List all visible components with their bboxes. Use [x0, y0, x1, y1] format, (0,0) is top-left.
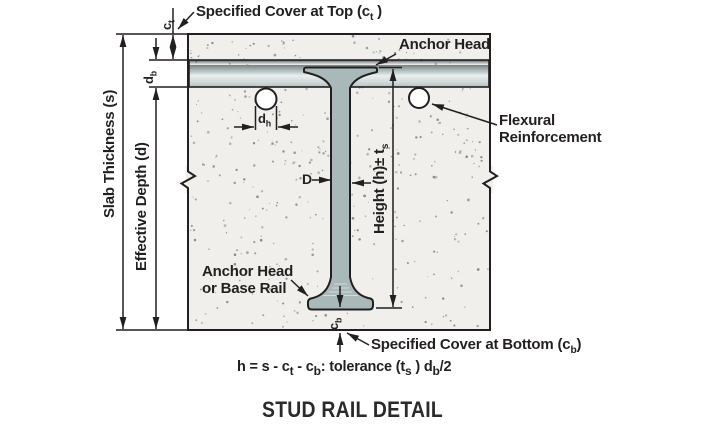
label-anchor-head-or-base-rail: Anchor Head or Base Rail: [202, 263, 293, 297]
ct-text: c: [159, 22, 174, 30]
label-effective-depth: Effective Depth (d): [133, 142, 150, 271]
leader-flexural: [431, 103, 498, 126]
dh-sub: h: [265, 118, 271, 129]
flexural-line2: Reinforcement: [499, 129, 602, 146]
label-specified-cover-bottom: Specified Cover at Bottom (cb): [371, 336, 582, 356]
anchor-base-line2: or Base Rail: [202, 280, 287, 297]
flexural-line1: Flexural: [499, 112, 555, 129]
dim-label-cb: cb: [325, 317, 344, 330]
anchor-base-line1: Anchor Head: [202, 263, 294, 280]
rebar-section-right: [408, 87, 430, 109]
dimension-lines: [119, 8, 397, 352]
break-mark-left: [179, 164, 197, 195]
formula-s3: s: [405, 363, 412, 378]
height-sub: s: [380, 143, 391, 150]
dim-label-ct: ct: [158, 20, 177, 30]
leader-anchor-head: [375, 53, 397, 66]
db-text: d: [141, 76, 156, 84]
cover-top-sub: t: [369, 12, 374, 23]
formula-s2: b: [313, 363, 321, 378]
leader-anchor-base: [290, 279, 309, 297]
dh-text: d: [258, 111, 266, 126]
formula-s1: t: [289, 363, 294, 378]
label-flexural-reinforcement: Flexural Reinforcement: [499, 112, 602, 146]
height-text: Height (h)± t: [371, 149, 388, 234]
cb-sub: b: [333, 317, 344, 323]
label-anchor-head: Anchor Head: [399, 36, 491, 53]
figure-title: STUD RAIL DETAIL: [262, 397, 443, 422]
label-specified-cover-top: Specified Cover at Top (ct ): [196, 3, 382, 23]
ct-sub: t: [166, 20, 177, 23]
cover-bottom-text: Specified Cover at Bottom (c: [371, 336, 571, 353]
cb-text: c: [326, 322, 341, 330]
leader-arrows: [177, 11, 498, 346]
break-marks: [179, 164, 499, 195]
stud-body: [303, 66, 378, 311]
dim-label-D: D: [302, 171, 312, 187]
leader-cover-top: [177, 11, 195, 30]
label-height: Height (h)± ts: [371, 143, 391, 234]
formula-s4: b: [432, 363, 440, 378]
rebar-section-left: [254, 87, 278, 111]
cover-bottom-close: ): [576, 336, 582, 353]
dim-label-dh: dh: [258, 110, 271, 129]
db-sub: b: [148, 71, 159, 77]
formula-p5: /2: [439, 359, 452, 375]
tolerance-formula: h = s - ct - cb: tolerance (ts ) db/2: [237, 359, 452, 378]
label-slab-thickness: Slab Thickness (s): [101, 89, 118, 218]
cover-top-text: Specified Cover at Top (c: [196, 3, 370, 20]
cover-top-close: ): [373, 3, 382, 20]
cover-bottom-sub: b: [570, 345, 577, 356]
formula-p4: ) d: [411, 359, 433, 375]
formula-p2: - c: [293, 359, 314, 375]
break-mark-right: [481, 164, 499, 195]
formula-p3: : tolerance (t: [320, 359, 405, 375]
formula-p1: h = s - c: [237, 359, 290, 375]
leader-cover-bottom: [346, 332, 370, 346]
extension-lines: [116, 33, 402, 331]
dim-label-db: db: [140, 71, 159, 84]
